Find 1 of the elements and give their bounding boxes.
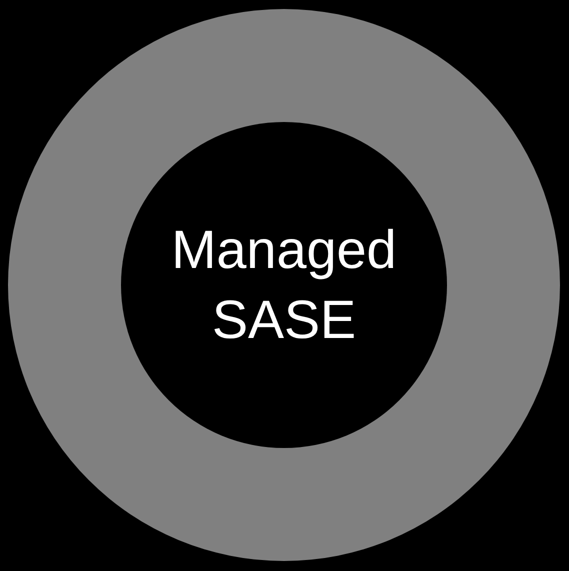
center-label: Managed SASE (170, 218, 398, 352)
